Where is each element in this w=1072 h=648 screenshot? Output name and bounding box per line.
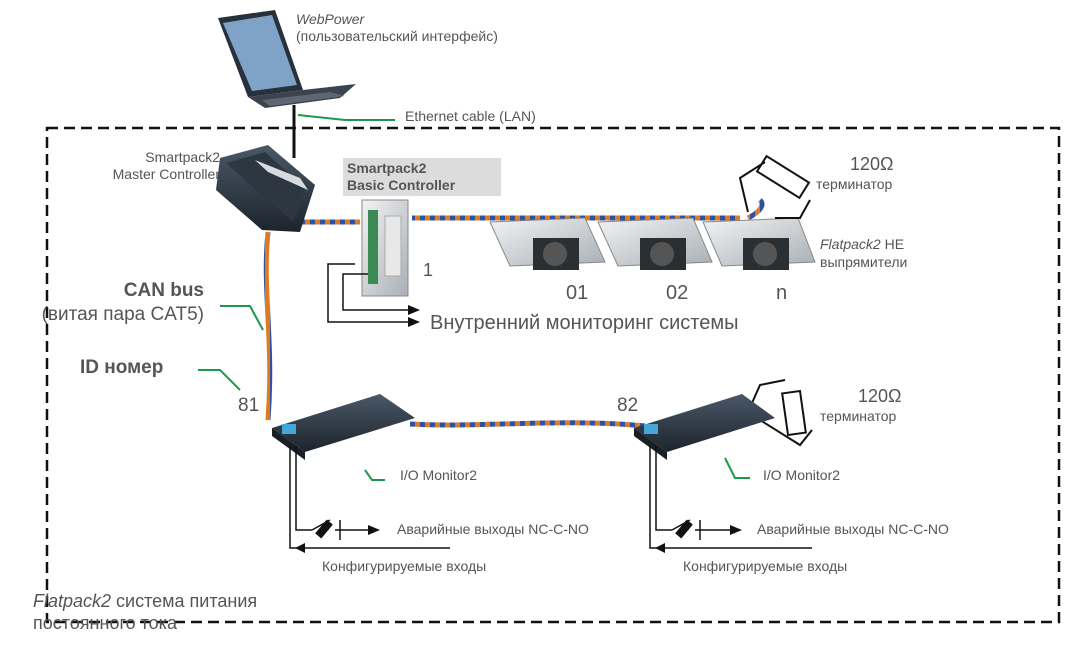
rectifier-id-1: 01 — [566, 282, 589, 304]
rectifier-icons — [489, 217, 816, 270]
terminator-top-value: 120Ω — [850, 154, 894, 174]
system-desc: система питания — [111, 591, 258, 611]
rectifiers-name: Flatpack2 HE — [820, 236, 904, 252]
terminator-top-icon — [738, 154, 811, 219]
ethernet-label: Ethernet cable (LAN) — [405, 108, 536, 124]
id-number-label: ID номер — [80, 357, 164, 378]
laptop-icon — [218, 10, 356, 108]
terminator-top-label: терминатор — [816, 176, 893, 192]
system-boundary — [45, 126, 1061, 624]
master-controller-line1: Smartpack2 — [145, 149, 220, 165]
basic-controller-icon — [361, 199, 409, 297]
can-bus-title: CAN bus — [123, 280, 204, 301]
internal-monitoring-label: Внутренний мониторинг системы — [430, 312, 739, 334]
terminator-right-value: 120Ω — [858, 386, 902, 406]
rectifiers-name-italic: Flatpack2 — [820, 236, 881, 252]
io-monitor-1-inputs: Конфигурируемые входы — [322, 558, 487, 574]
system-name: Flatpack2 система питания — [33, 591, 257, 612]
basic-controller-line2: Basic Controller — [347, 177, 456, 193]
leader-lines — [198, 114, 750, 481]
io-monitor-1-alarm: Аварийные выходы NC-C-NO — [397, 521, 589, 537]
internal-monitoring-arrow — [327, 263, 410, 323]
io-monitor-icon-1 — [272, 394, 415, 460]
rectifiers-name-suffix: HE — [880, 236, 905, 252]
io-monitor-icon-2 — [634, 394, 775, 460]
system-name-italic: Flatpack2 — [33, 591, 112, 611]
rectifier-id-n: n — [776, 282, 788, 304]
terminator-right-label: терминатор — [820, 408, 897, 424]
basic-controller-title-box — [343, 158, 501, 196]
laptop-name: WebPower — [296, 11, 365, 27]
io-monitor-2-inputs: Конфигурируемые входы — [683, 558, 848, 574]
io-monitor-2-name: I/O Monitor2 — [763, 467, 841, 483]
system-line2: постоянного тока — [33, 613, 177, 633]
basic-controller-line1: Smartpack2 — [347, 160, 427, 176]
laptop-desc: (пользовательский интерфейс) — [296, 28, 498, 44]
rectifiers-desc: выпрямители — [820, 254, 908, 270]
basic-controller-id: 1 — [423, 260, 434, 280]
master-controller-line2: Master Controller — [112, 166, 220, 182]
io-monitor-2-alarm: Аварийные выходы NC-C-NO — [757, 521, 949, 537]
master-controller-icon — [216, 145, 315, 232]
io-monitor-1-id: 81 — [238, 395, 260, 416]
io-monitor-2-id: 82 — [617, 395, 639, 416]
io-monitor-1-name: I/O Monitor2 — [400, 467, 478, 483]
can-bus-sub: (витая пара CAT5) — [41, 304, 204, 325]
rectifier-id-2: 02 — [666, 282, 689, 304]
